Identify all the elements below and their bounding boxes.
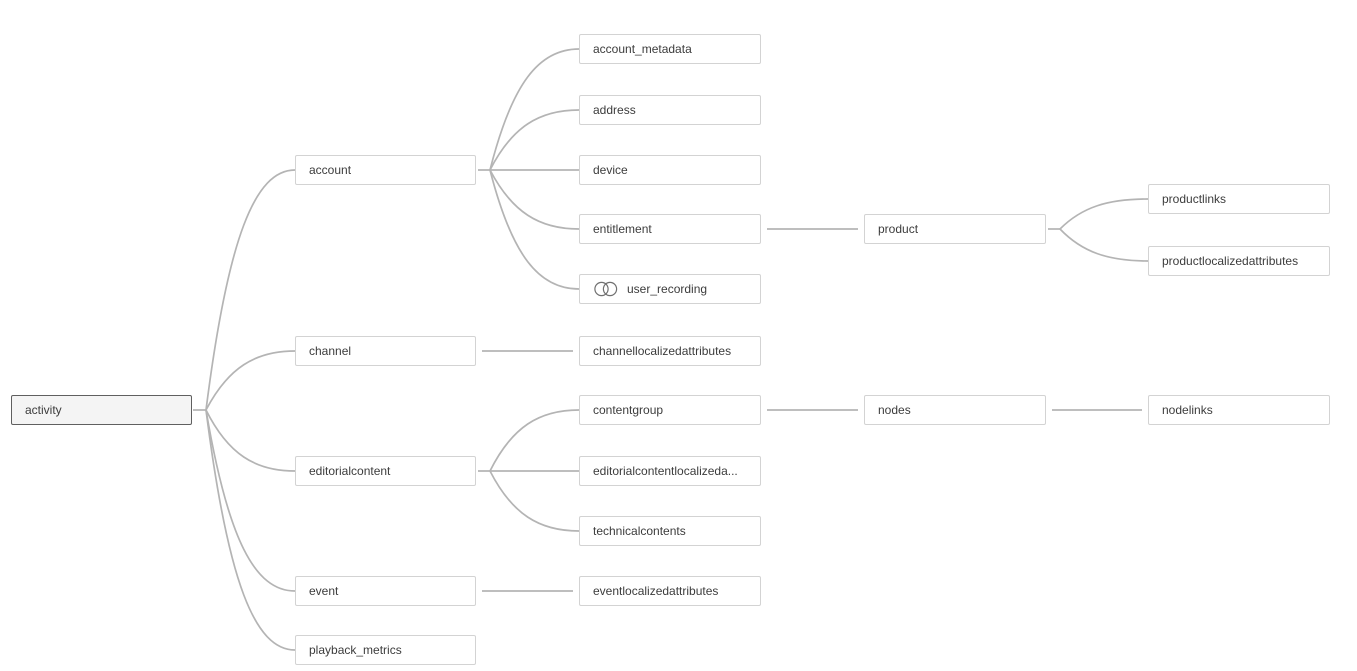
edge-editorialcontent-contentgroup	[489, 409, 580, 472]
table-node-productlinks[interactable]: productlinks	[1148, 184, 1330, 214]
table-node-playback-metrics[interactable]: playback_metrics	[295, 635, 476, 665]
table-node-label: contentgroup	[593, 403, 664, 417]
table-node-nodelinks[interactable]: nodelinks	[1148, 395, 1330, 425]
table-node-label: productlinks	[1162, 192, 1227, 206]
table-node-label: account_metadata	[593, 42, 692, 56]
edge-account-account-metadata	[489, 48, 580, 171]
edge-activity-channel	[205, 350, 296, 411]
edge-editorialcontent-technicalcontents	[489, 470, 580, 532]
edge-activity-playback-metrics	[205, 409, 296, 651]
table-node-editorialcontentlocalized[interactable]: editorialcontentlocalizeda...	[579, 456, 761, 486]
edge-account-entitlement	[489, 169, 580, 230]
table-node-label: event	[309, 584, 339, 598]
table-node-activity[interactable]: activity	[11, 395, 192, 425]
table-node-label: nodelinks	[1162, 403, 1213, 417]
table-node-device[interactable]: device	[579, 155, 761, 185]
table-node-label: channel	[309, 344, 352, 358]
table-node-account[interactable]: account	[295, 155, 476, 185]
edge-product-productlocalizedattributes	[1059, 228, 1149, 262]
overlapping-circles-icon	[594, 281, 618, 297]
table-node-event[interactable]: event	[295, 576, 476, 606]
edge-activity-event	[205, 409, 296, 592]
table-node-label: address	[593, 103, 636, 117]
table-node-label: playback_metrics	[309, 643, 402, 657]
edge-activity-account	[205, 169, 296, 411]
edge-account-user-recording	[489, 169, 580, 290]
table-node-label: technicalcontents	[593, 524, 686, 538]
table-node-channel[interactable]: channel	[295, 336, 476, 366]
table-node-entitlement[interactable]: entitlement	[579, 214, 761, 244]
table-node-label: channellocalizedattributes	[593, 344, 732, 358]
table-node-label: account	[309, 163, 352, 177]
table-node-user-recording[interactable]: user_recording	[579, 274, 761, 304]
table-node-label: editorialcontent	[309, 464, 391, 478]
table-node-label: eventlocalizedattributes	[593, 584, 719, 598]
table-node-label: user_recording	[627, 282, 708, 296]
table-node-label: nodes	[878, 403, 911, 417]
table-node-productlocalizedattributes[interactable]: productlocalizedattributes	[1148, 246, 1330, 276]
table-node-channellocalizedattributes[interactable]: channellocalizedattributes	[579, 336, 761, 366]
table-node-label: activity	[25, 403, 62, 417]
table-node-address[interactable]: address	[579, 95, 761, 125]
table-node-product[interactable]: product	[864, 214, 1046, 244]
table-node-editorialcontent[interactable]: editorialcontent	[295, 456, 476, 486]
table-node-account-metadata[interactable]: account_metadata	[579, 34, 761, 64]
table-node-label: entitlement	[593, 222, 652, 236]
table-node-label: product	[878, 222, 919, 236]
edge-activity-editorialcontent	[205, 409, 296, 472]
table-node-label: editorialcontentlocalizeda...	[593, 464, 738, 478]
table-node-label: device	[593, 163, 628, 177]
edge-account-address	[489, 109, 580, 171]
table-node-technicalcontents[interactable]: technicalcontents	[579, 516, 761, 546]
table-node-label: productlocalizedattributes	[1162, 254, 1299, 268]
table-node-contentgroup[interactable]: contentgroup	[579, 395, 761, 425]
table-node-nodes[interactable]: nodes	[864, 395, 1046, 425]
table-node-eventlocalizedattributes[interactable]: eventlocalizedattributes	[579, 576, 761, 606]
edge-product-productlinks	[1059, 198, 1149, 230]
